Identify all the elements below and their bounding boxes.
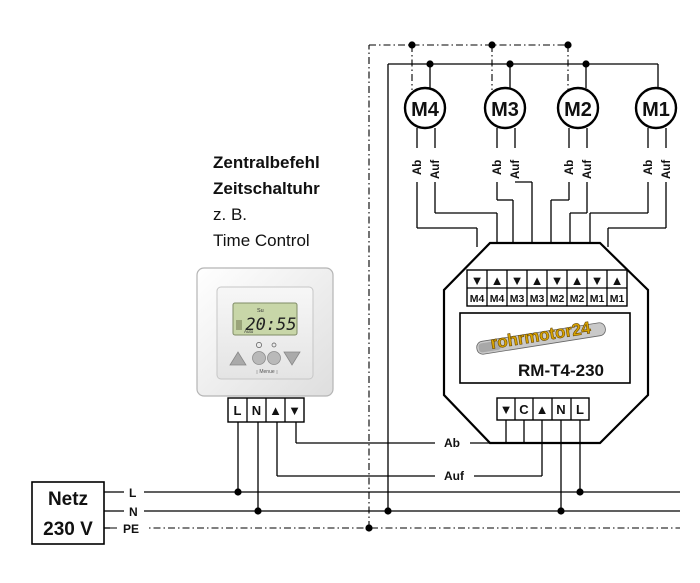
svg-text:Auf: Auf [430, 160, 442, 179]
motor-m2: M2 [556, 86, 600, 130]
relay-bottom-wires [277, 420, 581, 511]
netz-label: Netz [48, 489, 88, 510]
svg-text:M2: M2 [550, 293, 565, 305]
timer-down-button [283, 351, 301, 366]
motor-leads [416, 128, 667, 247]
svg-text:L: L [129, 486, 136, 500]
svg-text:▲: ▲ [536, 402, 549, 417]
svg-text:N: N [129, 505, 138, 519]
motor-m1: M1 [634, 86, 678, 130]
relay-module: ▼ ▲ ▼ ▲ ▼ ▲ ▼ ▲ M4 M4 M3 M3 M2 M2 M1 M1 … [442, 241, 650, 445]
clock-icon [256, 342, 262, 348]
svg-text:▼: ▼ [591, 273, 604, 288]
pe-frame [368, 44, 569, 528]
svg-text:▲: ▲ [269, 403, 282, 418]
sun-icon [271, 342, 277, 348]
svg-text:▼: ▼ [511, 273, 524, 288]
svg-text:Ab: Ab [564, 160, 576, 175]
motor-m4: M4 [403, 86, 447, 130]
svg-text:M1: M1 [610, 293, 625, 305]
svg-text:M1: M1 [590, 293, 605, 305]
timer-product: Time Control [213, 231, 310, 250]
svg-text:M4: M4 [470, 293, 485, 305]
svg-text:▲: ▲ [571, 273, 584, 288]
svg-text:Auf: Auf [661, 160, 673, 179]
supply-lines [110, 491, 680, 529]
timer-menu-label: Menue [259, 369, 275, 375]
n-bus [387, 63, 659, 511]
svg-text:Auf: Auf [510, 160, 522, 179]
timer-wires [237, 422, 297, 511]
timer-example: z. B. [213, 205, 247, 224]
svg-text:M4: M4 [490, 293, 505, 305]
svg-text:▼: ▼ [500, 402, 513, 417]
timer-terminals: L N ▲ ▼ [227, 397, 305, 423]
timer-clock-button [252, 351, 266, 365]
svg-text:C: C [519, 402, 529, 417]
motor-m1-label: M1 [642, 99, 670, 121]
timer-title-1: Zentralbefehl [213, 153, 320, 172]
svg-text:L: L [576, 402, 584, 417]
timer-lcd-top: Su [257, 308, 264, 314]
timer-mode-button [267, 351, 281, 365]
timer-up-button [229, 351, 247, 366]
svg-text:▲: ▲ [611, 273, 624, 288]
motor-lead-labels: Ab Auf Ab Auf Ab Auf Ab Auf [412, 160, 673, 179]
timer-device: Su 20:55 Auto Menue [196, 267, 334, 397]
timer-lcd [232, 302, 298, 336]
timer-title-2: Zeitschaltuhr [213, 179, 320, 198]
svg-text:PE: PE [123, 522, 139, 536]
signal-auf-label: Auf [444, 469, 465, 483]
svg-text:▼: ▼ [288, 403, 301, 418]
netz-box: Netz 230 V [31, 481, 105, 545]
timer-lcd-time: 20:55 [245, 315, 296, 335]
netz-voltage: 230 V [43, 519, 93, 540]
motor-m3: M3 [483, 86, 527, 130]
svg-text:M3: M3 [530, 293, 545, 305]
svg-text:▲: ▲ [491, 273, 504, 288]
svg-text:N: N [252, 403, 261, 418]
timer-description: Zentralbefehl Zeitschaltuhr z. B. Time C… [213, 153, 320, 250]
svg-text:N: N [556, 402, 565, 417]
svg-text:▼: ▼ [551, 273, 564, 288]
svg-text:Ab: Ab [412, 160, 424, 175]
motor-m2-label: M2 [564, 99, 592, 121]
svg-text:▼: ▼ [471, 273, 484, 288]
timer-lcd-sub: Auto [244, 329, 254, 334]
svg-text:▲: ▲ [531, 273, 544, 288]
svg-text:Ab: Ab [492, 160, 504, 175]
svg-text:M2: M2 [570, 293, 585, 305]
svg-text:M3: M3 [510, 293, 525, 305]
svg-text:Auf: Auf [582, 160, 594, 179]
svg-text:Ab: Ab [643, 160, 655, 175]
signal-ab-label: Ab [444, 436, 460, 450]
relay-model: RM-T4-230 [518, 361, 604, 380]
svg-text:L: L [234, 403, 242, 418]
motor-m4-label: M4 [411, 99, 440, 121]
motor-m3-label: M3 [491, 99, 519, 121]
